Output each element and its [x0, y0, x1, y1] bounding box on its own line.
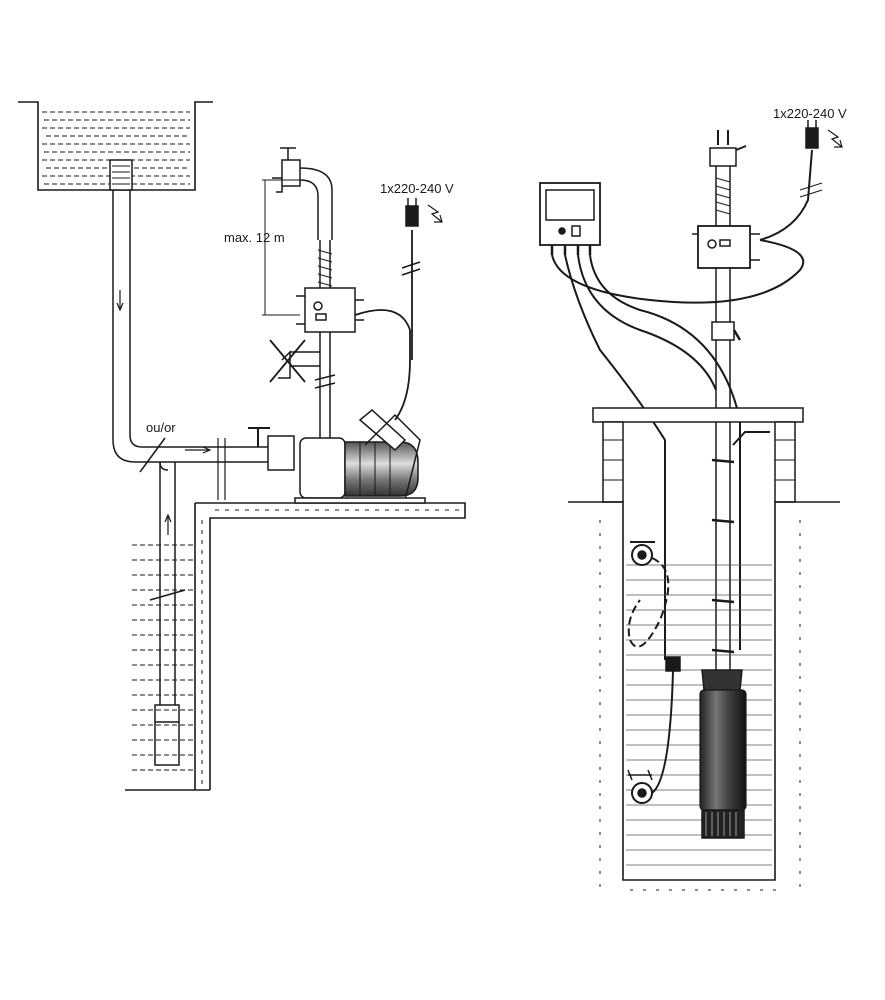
right-spark-icon — [827, 129, 843, 148]
left-voltage-label: 1x220-240 V — [380, 181, 454, 196]
surface-pump — [294, 409, 426, 504]
cable-ties — [711, 458, 735, 654]
tap-top — [272, 147, 301, 193]
height-dimension — [262, 179, 305, 316]
right-cables — [551, 149, 813, 660]
left-power-cable — [354, 198, 443, 421]
inlet-pipe — [175, 427, 295, 500]
right-plug-icon — [805, 127, 819, 149]
foot-valve — [154, 704, 180, 766]
shaft-water-hatch — [626, 564, 772, 866]
left-spark-icon — [427, 204, 443, 223]
left-well — [125, 461, 210, 791]
upper-tank — [18, 101, 213, 191]
left-plug-icon — [405, 205, 419, 227]
right-power-plug — [799, 120, 843, 198]
well-head — [592, 407, 804, 503]
right-hose-coil — [715, 177, 731, 215]
right-pressure-controller — [697, 225, 751, 269]
hose-coil — [317, 249, 333, 287]
right-voltage-label: 1x220-240 V — [773, 106, 847, 121]
float-switch-upper — [627, 541, 670, 648]
right-riser — [692, 130, 760, 690]
float-switch-lower — [627, 670, 674, 804]
left-installation: ou/or — [18, 101, 466, 791]
control-box — [539, 182, 601, 255]
well-water-hatch — [132, 544, 195, 771]
inlet-valve — [267, 435, 295, 471]
alternative-label: ou/or — [146, 420, 176, 435]
right-installation: 1x220-240 V — [539, 106, 847, 891]
tank-strainer — [109, 159, 133, 191]
discharge-riser — [269, 147, 364, 438]
floor-slab — [194, 502, 466, 790]
pressure-controller — [304, 287, 356, 333]
float-switch-weight — [665, 656, 681, 672]
submersible-pump — [699, 669, 747, 839]
height-label: max. 12 m — [224, 230, 285, 245]
shaft — [568, 501, 840, 891]
suction-pipe — [112, 190, 175, 473]
